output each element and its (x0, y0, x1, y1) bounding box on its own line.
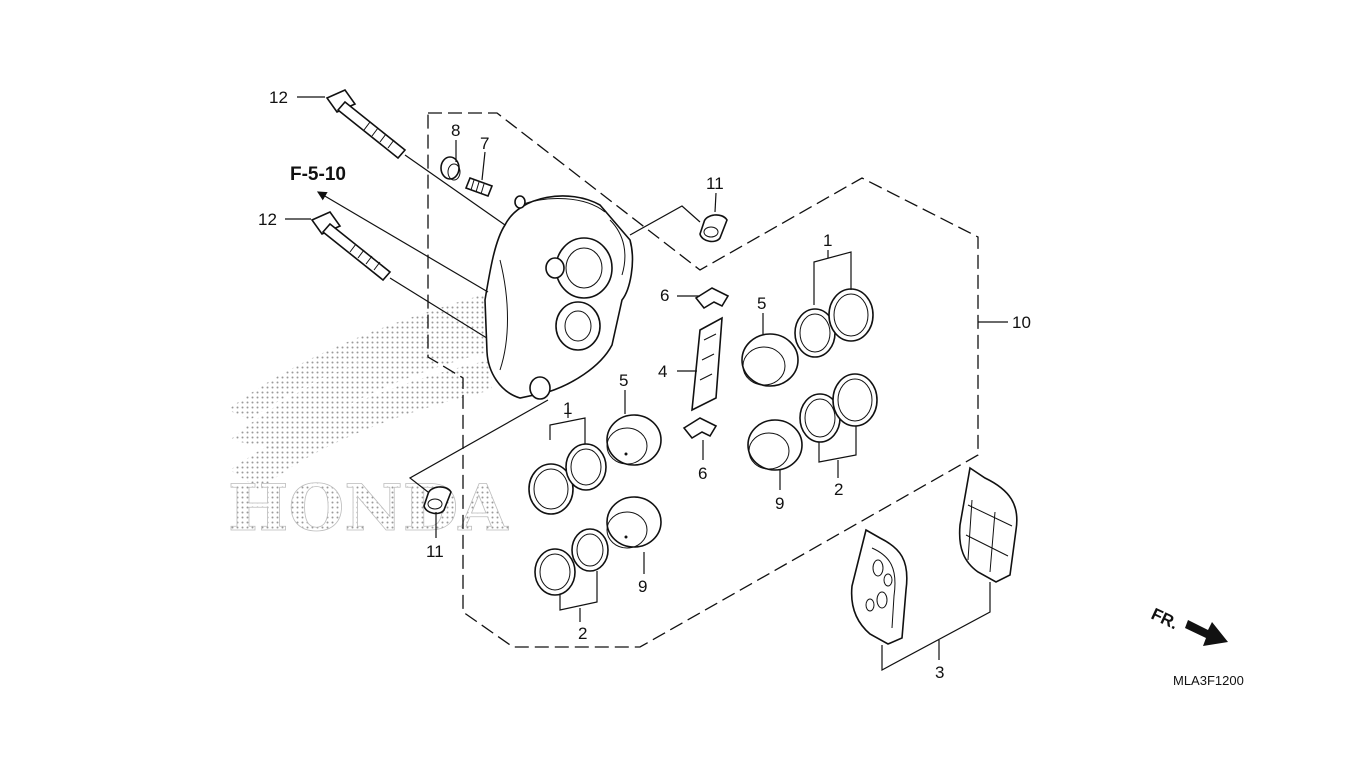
callout-pad-set: 3 (935, 663, 944, 682)
callout-bleed-screw: 7 (480, 134, 489, 153)
callout-caliper-assembly: 10 (1012, 313, 1031, 332)
pad-spring (691, 316, 723, 412)
front-direction-indicator: FR. (1148, 604, 1228, 646)
clip-upper (694, 287, 730, 310)
piston-right-upper (741, 333, 799, 387)
piston-left-lower (606, 496, 662, 549)
honda-watermark: HONDA (228, 290, 510, 546)
collar-upper-leader (629, 205, 701, 236)
callout-piston-left-lower: 9 (638, 577, 647, 596)
reference-arrow (316, 191, 489, 293)
seal-set-left-upper (528, 443, 607, 515)
seal-set-left-lower (534, 528, 609, 596)
collar-lower (423, 486, 452, 515)
leader-lines (285, 96, 1008, 672)
brake-pad-left (850, 528, 908, 645)
collar-upper (699, 214, 728, 243)
callout-collar-lower: 11 (426, 542, 444, 561)
front-direction-label: FR. (1148, 604, 1181, 633)
brake-pad-right (958, 466, 1018, 583)
diagram-code: MLA3F1200 (1173, 673, 1244, 688)
callout-clip-upper: 6 (660, 286, 669, 305)
callout-pad-spring: 4 (658, 362, 667, 381)
callout-seal-set-1-left: 1 (563, 399, 572, 418)
reference-label: F-5-10 (290, 164, 346, 185)
callout-piston-left-upper: 5 (619, 371, 628, 390)
assembly-outline (427, 112, 979, 648)
bolt-lower (310, 211, 392, 282)
callout-clip-lower: 6 (698, 464, 707, 483)
callout-bleed-cap: 8 (451, 121, 460, 140)
callout-seal-set-1-right: 1 (823, 231, 832, 250)
bleed-screw (464, 176, 494, 198)
callout-bolt-upper: 12 (269, 88, 288, 107)
bleed-cap (440, 156, 461, 181)
callout-piston-right-lower: 9 (775, 494, 784, 513)
seal-set-right-upper (794, 288, 874, 358)
caliper-body (484, 195, 634, 400)
bolt-upper (325, 89, 407, 160)
piston-left-upper (606, 414, 662, 466)
bolt-upper-axis (404, 154, 506, 226)
collar-lower-leader (408, 399, 549, 493)
piston-right-lower (747, 419, 803, 471)
seal-set-right-lower (799, 373, 878, 443)
callout-collar-upper: 11 (706, 174, 724, 193)
callout-seal-set-2-left: 2 (578, 624, 587, 643)
callout-seal-set-2-right: 2 (834, 480, 843, 499)
clip-lower (682, 417, 718, 440)
bolt-lower-axis (389, 277, 491, 341)
front-arrow-icon (1185, 620, 1228, 646)
callout-piston-right-upper: 5 (757, 294, 766, 313)
honda-watermark-text: HONDA (228, 471, 509, 546)
callout-bolt-lower: 12 (258, 210, 277, 229)
